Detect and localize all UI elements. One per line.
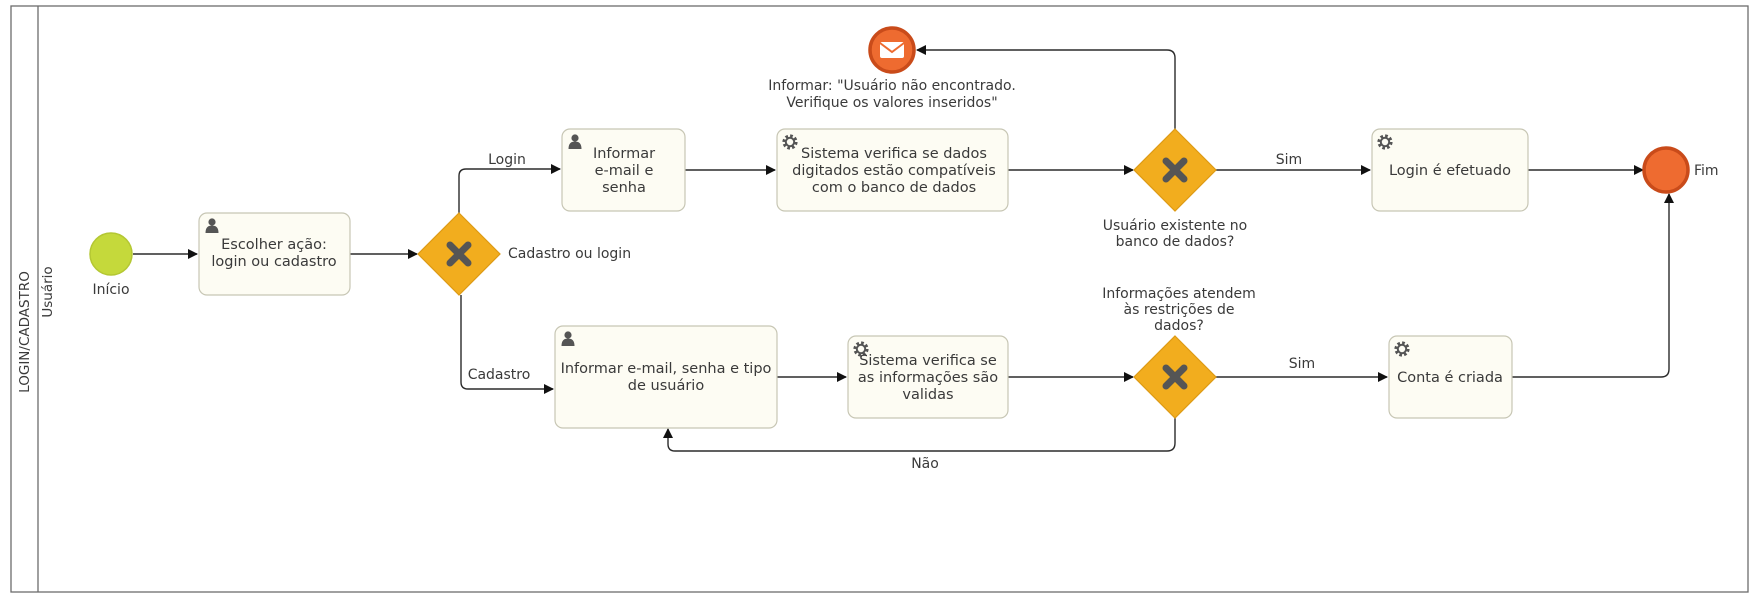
flow-label-login: Login [488, 152, 526, 168]
end-event[interactable] [1642, 146, 1690, 194]
task-inform-signup-line1: Informar e-mail, senha e tipo [561, 361, 772, 377]
task-verify-signup-line1: Sistema verifica se [859, 353, 997, 369]
task-inform-email-line1: Informar [593, 146, 655, 162]
gateway-user-exists-line2: banco de dados? [1116, 234, 1235, 250]
flow-login[interactable] [458, 164, 561, 213]
flow-label-yes-login: Sim [1276, 152, 1302, 168]
start-event[interactable] [89, 232, 133, 276]
gateway-user-exists[interactable] [1133, 128, 1217, 212]
flow-account-to-end[interactable] [1512, 193, 1674, 378]
end-event-label: Fim [1694, 163, 1719, 179]
task-verify-login-line3: com o banco de dados [812, 180, 976, 196]
task-login-done[interactable]: Login é efetuado [1371, 128, 1529, 212]
gateway-info-valid-line1: Informações atendem [1102, 286, 1256, 302]
task-verify-signup-line2: as informações são [858, 370, 998, 386]
flow-label-signup: Cadastro [468, 367, 531, 383]
task-account-created[interactable]: Conta é criada [1388, 335, 1513, 419]
start-event-label: Início [92, 282, 129, 298]
task-account-created-label: Conta é criada [1397, 370, 1503, 386]
pool-title: LOGIN/CADASTRO [17, 271, 33, 393]
gateway-info-valid-line2: às restrições de [1124, 302, 1235, 318]
task-verify-login-line2: digitados estão compatíveis [792, 163, 996, 179]
message-end-event[interactable] [868, 26, 916, 74]
gateway-choice[interactable] [417, 212, 501, 296]
flow-label-no: Não [911, 456, 939, 472]
task-verify-login[interactable]: Sistema verifica se dados digitados estã… [776, 128, 1009, 212]
pool: LOGIN/CADASTRO Usuário [10, 5, 1749, 593]
task-inform-signup[interactable]: Informar e-mail, senha e tipo de usuário [554, 325, 778, 429]
task-verify-signup-line3: validas [902, 387, 953, 403]
sequence-flows [133, 45, 1674, 452]
task-inform-email-line3: senha [602, 180, 646, 196]
task-choose-action-line1: Escolher ação: [221, 237, 327, 253]
flow-signup[interactable] [460, 295, 554, 394]
gateway-user-exists-line1: Usuário existente no [1103, 218, 1247, 234]
flow-label-yes-signup: Sim [1289, 356, 1315, 372]
flow-no[interactable] [663, 418, 1176, 452]
task-inform-email[interactable]: Informar e-mail e senha [561, 128, 686, 212]
task-inform-signup-line2: de usuário [628, 378, 705, 394]
message-event-label-line1: Informar: "Usuário não encontrado. [768, 78, 1016, 94]
task-verify-login-line1: Sistema verifica se dados [801, 146, 987, 162]
flow-not-found[interactable] [916, 45, 1176, 129]
gateway-choice-label: Cadastro ou login [508, 246, 631, 262]
gateway-info-valid[interactable] [1133, 335, 1217, 419]
task-login-done-label: Login é efetuado [1389, 163, 1511, 179]
lane-title: Usuário [40, 266, 56, 317]
task-choose-action[interactable]: Escolher ação: login ou cadastro [198, 212, 351, 296]
task-choose-action-line2: login ou cadastro [211, 254, 336, 270]
gateway-info-valid-line3: dados? [1154, 318, 1204, 334]
envelope-icon [879, 42, 905, 58]
task-inform-email-line2: e-mail e [595, 163, 654, 179]
task-verify-signup[interactable]: Sistema verifica se as informações são v… [847, 335, 1009, 419]
message-event-label-line2: Verifique os valores inseridos" [786, 95, 997, 111]
